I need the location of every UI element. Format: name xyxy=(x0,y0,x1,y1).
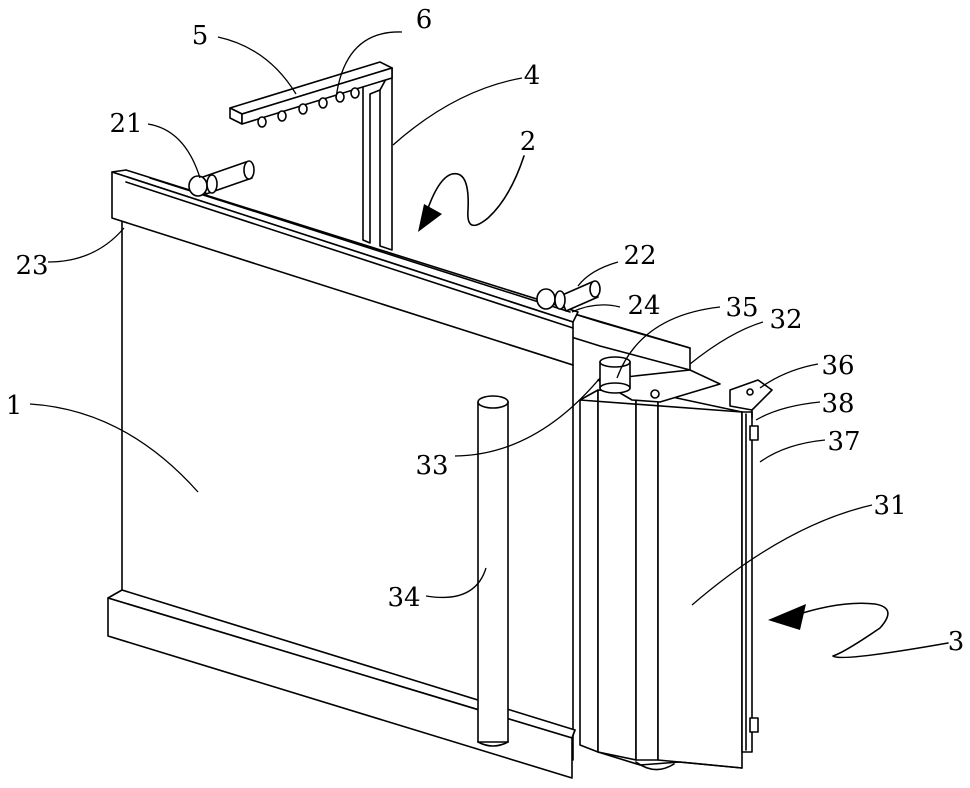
arrow-2 xyxy=(418,156,524,232)
motor xyxy=(600,357,630,393)
pin-left xyxy=(189,161,254,196)
label-3: 3 xyxy=(948,627,965,657)
roller-housing xyxy=(580,390,742,770)
label-4: 4 xyxy=(524,61,541,91)
label-31: 31 xyxy=(873,491,906,521)
label-22: 22 xyxy=(623,241,656,271)
label-6: 6 xyxy=(416,5,433,35)
label-2: 2 xyxy=(520,127,537,157)
label-33: 33 xyxy=(415,451,448,481)
label-37: 37 xyxy=(827,427,860,457)
label-1: 1 xyxy=(6,391,23,421)
label-38: 38 xyxy=(821,389,854,419)
label-32: 32 xyxy=(769,305,802,335)
side-rail xyxy=(742,412,758,752)
label-35: 35 xyxy=(725,293,758,323)
label-23: 23 xyxy=(15,251,48,281)
label-36: 36 xyxy=(821,351,854,381)
label-21: 21 xyxy=(109,109,142,139)
arrow-3 xyxy=(768,603,948,657)
label-34: 34 xyxy=(387,583,420,613)
upright-arm xyxy=(363,68,392,250)
label-24: 24 xyxy=(627,291,660,321)
label-5: 5 xyxy=(192,21,209,51)
